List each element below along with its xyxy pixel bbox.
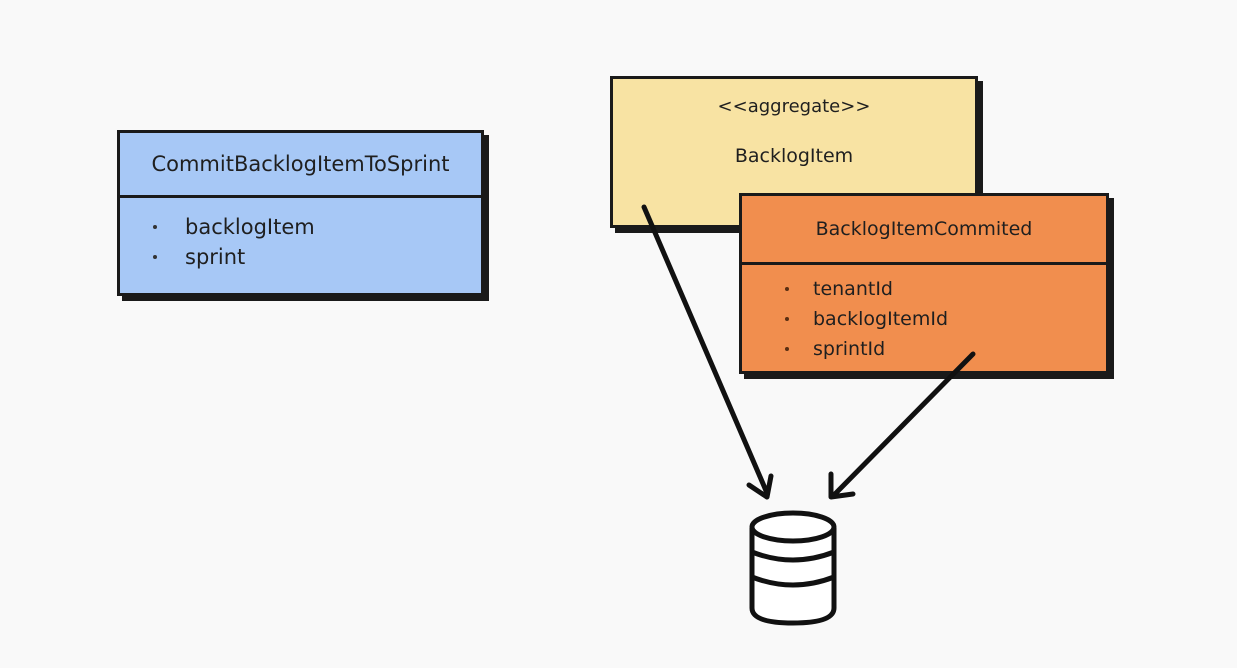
event-field: sprintId: [785, 334, 1106, 364]
bullet-icon: [153, 225, 157, 229]
event-field: backlogItemId: [785, 304, 1106, 334]
bullet-icon: [785, 287, 789, 291]
command-field-list: backlogItem sprint: [120, 198, 481, 272]
command-field-label: sprint: [185, 245, 246, 269]
bullet-icon: [785, 347, 789, 351]
event-divider: [742, 262, 1106, 265]
command-field-label: backlogItem: [185, 215, 315, 239]
event-field-list: tenantId backlogItemId sprintId: [742, 265, 1106, 364]
aggregate-stereotype: <<aggregate>>: [717, 96, 871, 117]
event-title: BacklogItemCommited: [815, 218, 1033, 240]
command-title: CommitBacklogItemToSprint: [151, 152, 450, 176]
command-box: CommitBacklogItemToSprint backlogItem sp…: [117, 130, 484, 296]
bullet-icon: [153, 255, 157, 259]
arrow-event-to-store: [828, 351, 976, 500]
event-field: tenantId: [785, 274, 1106, 304]
command-field: backlogItem: [153, 212, 481, 242]
event-field-label: tenantId: [813, 278, 893, 300]
event-field-label: backlogItemId: [813, 308, 949, 330]
command-field: sprint: [153, 242, 481, 272]
bullet-icon: [785, 317, 789, 321]
event-box: BacklogItemCommited tenantId backlogItem…: [739, 193, 1109, 374]
command-divider: [120, 195, 481, 198]
event-field-label: sprintId: [813, 338, 886, 360]
database-icon: [749, 510, 837, 626]
aggregate-name: BacklogItem: [734, 145, 854, 167]
